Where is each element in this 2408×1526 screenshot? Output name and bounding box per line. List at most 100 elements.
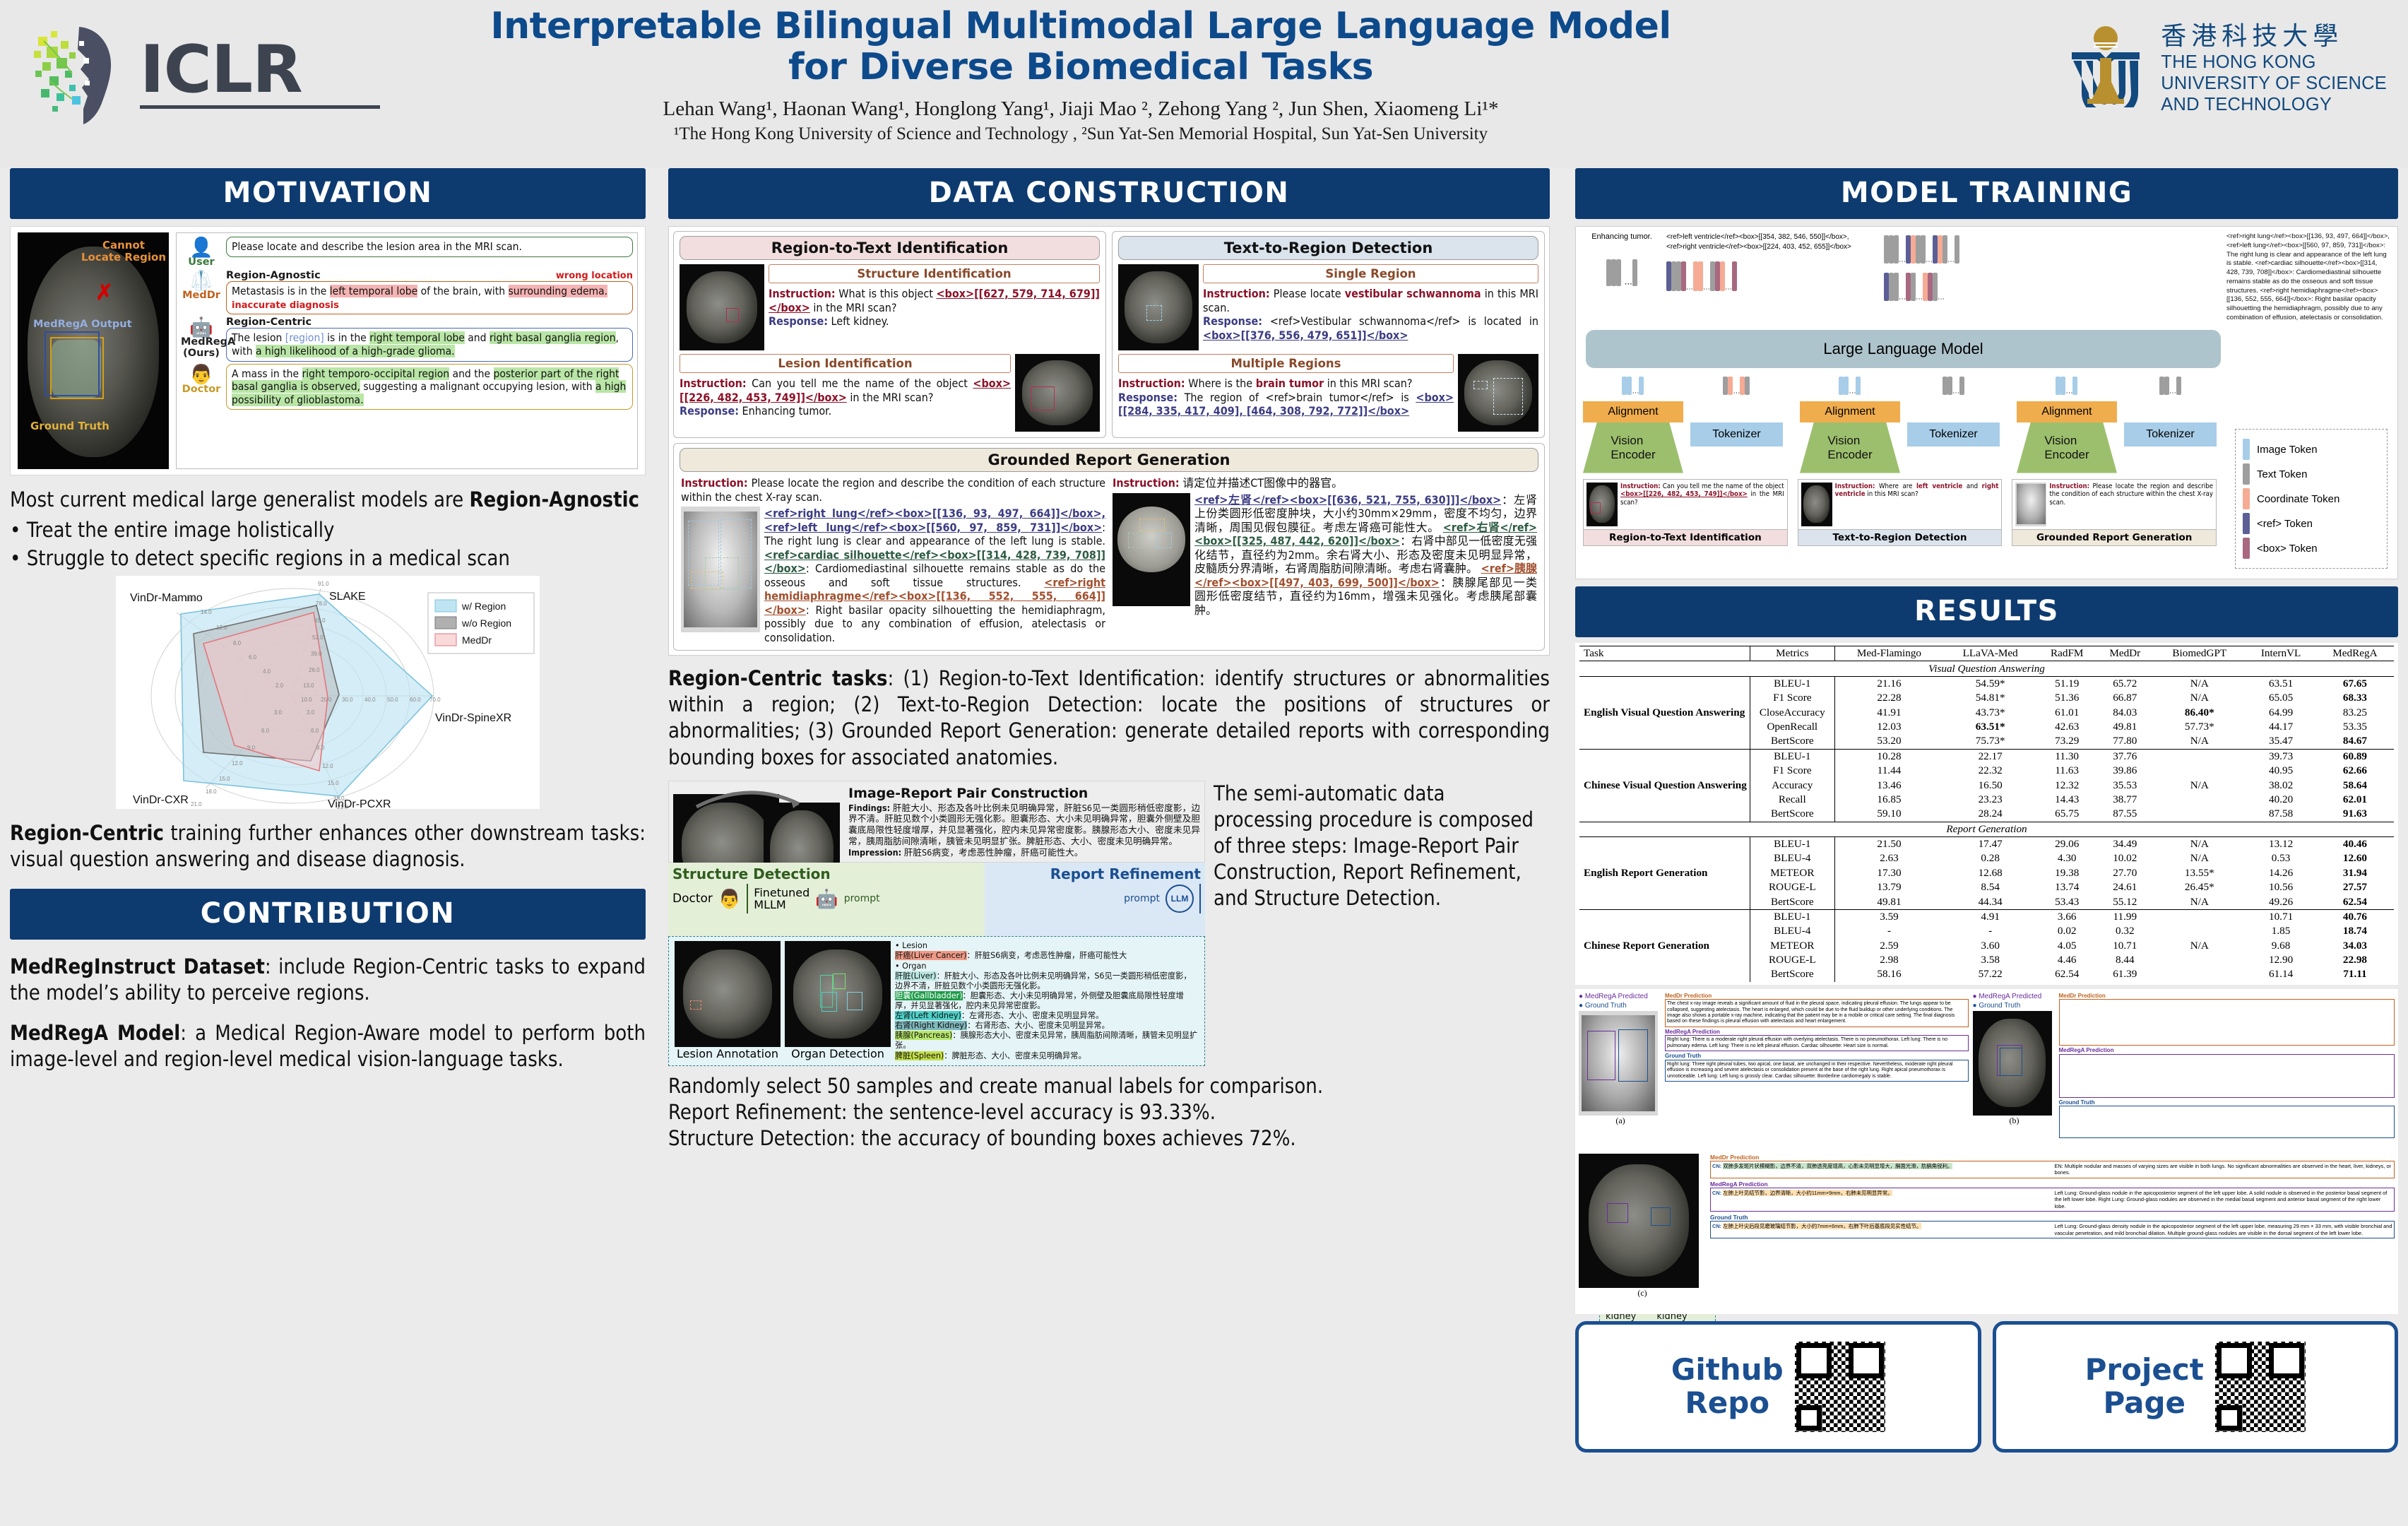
gr-left-seg1-text: : The right lung is clear and appearance… [764, 520, 1105, 548]
legend-row-image-token: Image Token [2243, 439, 2380, 460]
task-card-grounded-report: Instruction: Please locate the region an… [2012, 478, 2217, 546]
cell-value: 66.87 [2113, 692, 2137, 704]
speaker-label-doctor: Doctor [182, 383, 221, 395]
organ-desc-0: ：肝脏大小、形态及各叶比例未见明确异常，S6见一类圆形稍低密度影，边界不清，肝脏… [895, 971, 1192, 990]
col-llavamed: LLaVA-Med [1962, 647, 2018, 660]
cell-value: 49.26 [2268, 895, 2294, 908]
example-c-ct [1579, 1153, 1699, 1288]
doctor-text-pre: A mass in the [232, 367, 302, 380]
legend-row-text-token: Text Token [2243, 463, 2380, 485]
legend-row-coordinate-token: Coordinate Token [2243, 488, 2380, 509]
doctor-label: Doctor [672, 892, 713, 906]
task-2-instruction: Where are [1875, 482, 1916, 490]
cell-value: 21.16 [1834, 676, 1944, 692]
legend-medrega-predicted-b-label: MedRegA Predicted [1979, 992, 2042, 1000]
task-card-text-to-region: Instruction: Where are left ventricle an… [1797, 478, 2003, 546]
title-block: Interpretable Bilingual Multimodal Large… [452, 6, 1709, 144]
bbox-right-lung [688, 521, 719, 586]
gt-c-cn-text: 左肺上叶尖后段见磨玻璃结节影，大小约7mm×6mm，右肺下叶后基底段见实性结节。 [1723, 1223, 1922, 1230]
gt-label-c: Ground Truth [1710, 1213, 1748, 1221]
brain-tumor-scan [1015, 354, 1100, 432]
grounded-report-title: Grounded Report Generation [680, 448, 1538, 472]
dialog-row-doctor: 👨 Doctor A mass in the right temporo-occ… [181, 363, 633, 410]
lesion-annotation-label: Lesion Annotation [676, 1047, 778, 1061]
single-response-label: Response: [1203, 314, 1262, 329]
qr-code-icon[interactable] [1794, 1341, 1885, 1432]
row-metric-label: OpenRecall [1749, 719, 1835, 735]
project-page-link[interactable]: Project Page [1992, 1320, 2398, 1453]
meddr-pred-label-c: MedDr Prediction [1710, 1153, 1760, 1161]
cell-value: 59.10 [1834, 807, 1944, 822]
vision-encoder-2: Vision Encoder [1800, 422, 1900, 473]
token-legend: Image Token Text Token Coordinate Token … [2235, 429, 2388, 569]
cell-value: 3.58 [1981, 954, 2000, 966]
cell-value: 67.65 [2342, 677, 2368, 690]
lesion-instruction-pre: Can you tell me the name of the object [746, 377, 973, 390]
task-1-post: in the MRI scan? [1620, 490, 1784, 507]
task-1-anatomy [1589, 485, 1615, 523]
svg-text:60.0: 60.0 [410, 697, 421, 703]
svg-text:3.0: 3.0 [307, 709, 315, 716]
cell-value: N/A [2190, 735, 2209, 747]
svg-text:65.0: 65.0 [314, 617, 326, 624]
meddr-pred-label-b: MedDr Prediction [2058, 992, 2106, 999]
medrega-text-mid2: and [464, 331, 490, 345]
task-2-instruction-label: Instruction: [1834, 482, 1875, 490]
cell-value: 63.51 [2268, 677, 2294, 690]
cell-value: 71.11 [2343, 968, 2367, 981]
github-repo-label: Github Repo [1671, 1354, 1784, 1419]
organ-bbox-1 [820, 975, 833, 1008]
structure-detection-block: Structure Detection Doctor 👨 Finetuned M… [668, 863, 985, 937]
output-2: <ref>left ventricle</ref><box>[[354, 382… [1666, 232, 1878, 295]
medrega-highlight-3: a high likelihood of a high-grade glioma… [256, 345, 455, 357]
cell-value: 55.12 [2113, 895, 2137, 908]
task-cards-row: Instruction: Can you tell me the name of… [1583, 478, 2390, 546]
meddr-pred-label-a: MedDr Prediction [1665, 992, 1712, 999]
radar-legend: w/ Region w/o Region MedDr [427, 592, 535, 654]
section-header-data-construction: DATA CONSTRUCTION [668, 168, 1550, 219]
qr-code-icon[interactable] [2214, 1341, 2306, 1432]
gr-right-seg2-ref: <ref>右肾</ref><box>[[325, 487, 442, 620]]… [1194, 520, 1537, 548]
medrega-text-mid3: , with [232, 331, 619, 357]
github-repo-link[interactable]: Github Repo [1575, 1320, 1981, 1453]
impression-label: Impression: [848, 846, 902, 858]
cell-value: 12.60 [2342, 852, 2368, 865]
box-token-chip [2243, 538, 2250, 559]
series-meddr [202, 612, 328, 772]
task-1-box: <box>[[226, 482, 453, 749]]</box> [1620, 490, 1748, 498]
col-radfm: RadFM [2051, 647, 2084, 660]
cell-value: 54.59* [1975, 677, 2005, 690]
bounding-box-1 [1473, 381, 1488, 389]
hkust-emblem-icon [2072, 25, 2140, 107]
speaker-label-medrega: MedRegA (Ours) [181, 336, 236, 359]
lesion-instruction-post: in the MRI scan? [846, 390, 934, 404]
svg-text:8.0: 8.0 [233, 640, 242, 646]
medrega-pred-box-c: CN: 左肺上叶见结节影，边界清晰，大小约11mm×9mm，右肺未见明显异常。 … [1710, 1188, 2395, 1212]
radar-label-spinexr: VinDr-SpineXR [435, 712, 511, 724]
motivation-para2-rest: training further enhances other downstre… [10, 821, 646, 872]
cell-value: 13.55* [2184, 866, 2214, 879]
wrong-location-annotation: wrong location [555, 271, 633, 282]
cell-value: 1.85 [2271, 925, 2291, 938]
legend-item-1: w/o Region [461, 617, 511, 629]
gt-c-en-text: Left Lung: Ground-glass density nodule i… [2054, 1223, 2392, 1236]
task-3-scan [2015, 482, 2047, 526]
cell-value: 12.90 [2268, 954, 2294, 966]
organ-tag-1: 胆囊(Gallbladder) [895, 990, 963, 1000]
region-agnostic-tag: Region-Agnostic [226, 270, 321, 282]
svg-text:12.0: 12.0 [322, 763, 333, 769]
tokenizer-3: Tokenizer [2123, 422, 2217, 446]
cell-value: 62.66 [2342, 764, 2368, 777]
svg-text:3.0: 3.0 [274, 709, 283, 716]
single-box-token: <box>[[376, 556, 479, 651]]</box> [1203, 328, 1408, 342]
github-label-line1: Github [1671, 1352, 1784, 1388]
region-centric-tag: Region-Centric [226, 317, 312, 329]
single-instruction-post: in this MRI scan. [1203, 287, 1539, 314]
row-metric-label: BertScore [1749, 967, 1835, 982]
vision-encoder-1: Vision Encoder [1583, 422, 1683, 473]
